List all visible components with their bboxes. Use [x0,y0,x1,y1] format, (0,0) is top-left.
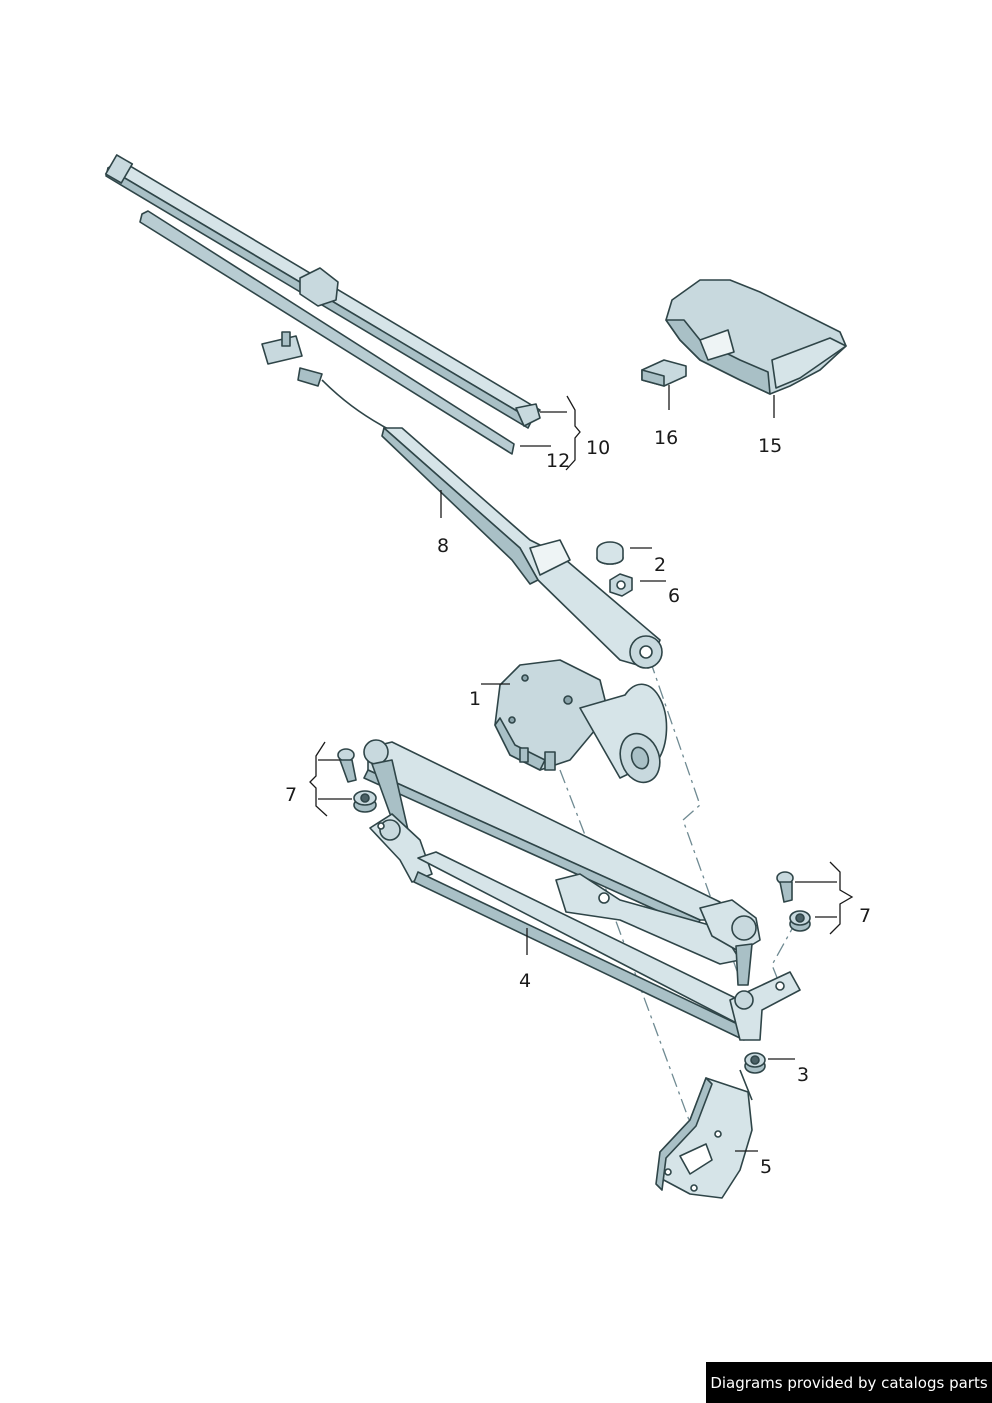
grommet-nut [744,1052,766,1074]
callout-8: 8 [437,535,449,557]
callout-10: 10 [586,437,610,459]
hex-nut-6 [609,573,633,597]
callout-1: 1 [469,688,481,710]
callout-2: 2 [654,554,666,576]
callout-3: 3 [797,1064,809,1086]
wiper-motor [494,659,668,784]
callout-labels: 1 2 3 4 5 6 7 7 8 10 12 15 16 [285,427,871,1178]
wiper-blade [104,154,541,429]
cap [596,541,624,565]
wiper-rubber [139,210,515,455]
callout-leaders [309,385,854,1152]
callout-15: 15 [758,435,782,457]
wiper-linkage [363,739,801,1041]
watermark-text: Diagrams provided by catalogs parts [710,1373,988,1392]
fastener-nut-left [353,790,377,813]
callout-7-left: 7 [285,784,297,806]
fastener-bolt-right [776,871,794,903]
watermark-banner: Diagrams provided by catalogs parts [706,1362,992,1403]
mounting-bracket [655,1069,753,1199]
callout-6: 6 [668,585,680,607]
connector-plug [641,359,687,387]
fastener-bolt-left [337,748,357,783]
wiper-control-unit [665,279,847,395]
callout-5: 5 [760,1156,772,1178]
callout-7-right: 7 [859,905,871,927]
callout-16: 16 [654,427,678,449]
callout-4: 4 [519,970,531,992]
fastener-nut-right [789,910,811,932]
wiper-arm [261,331,663,669]
callout-12: 12 [546,450,570,472]
